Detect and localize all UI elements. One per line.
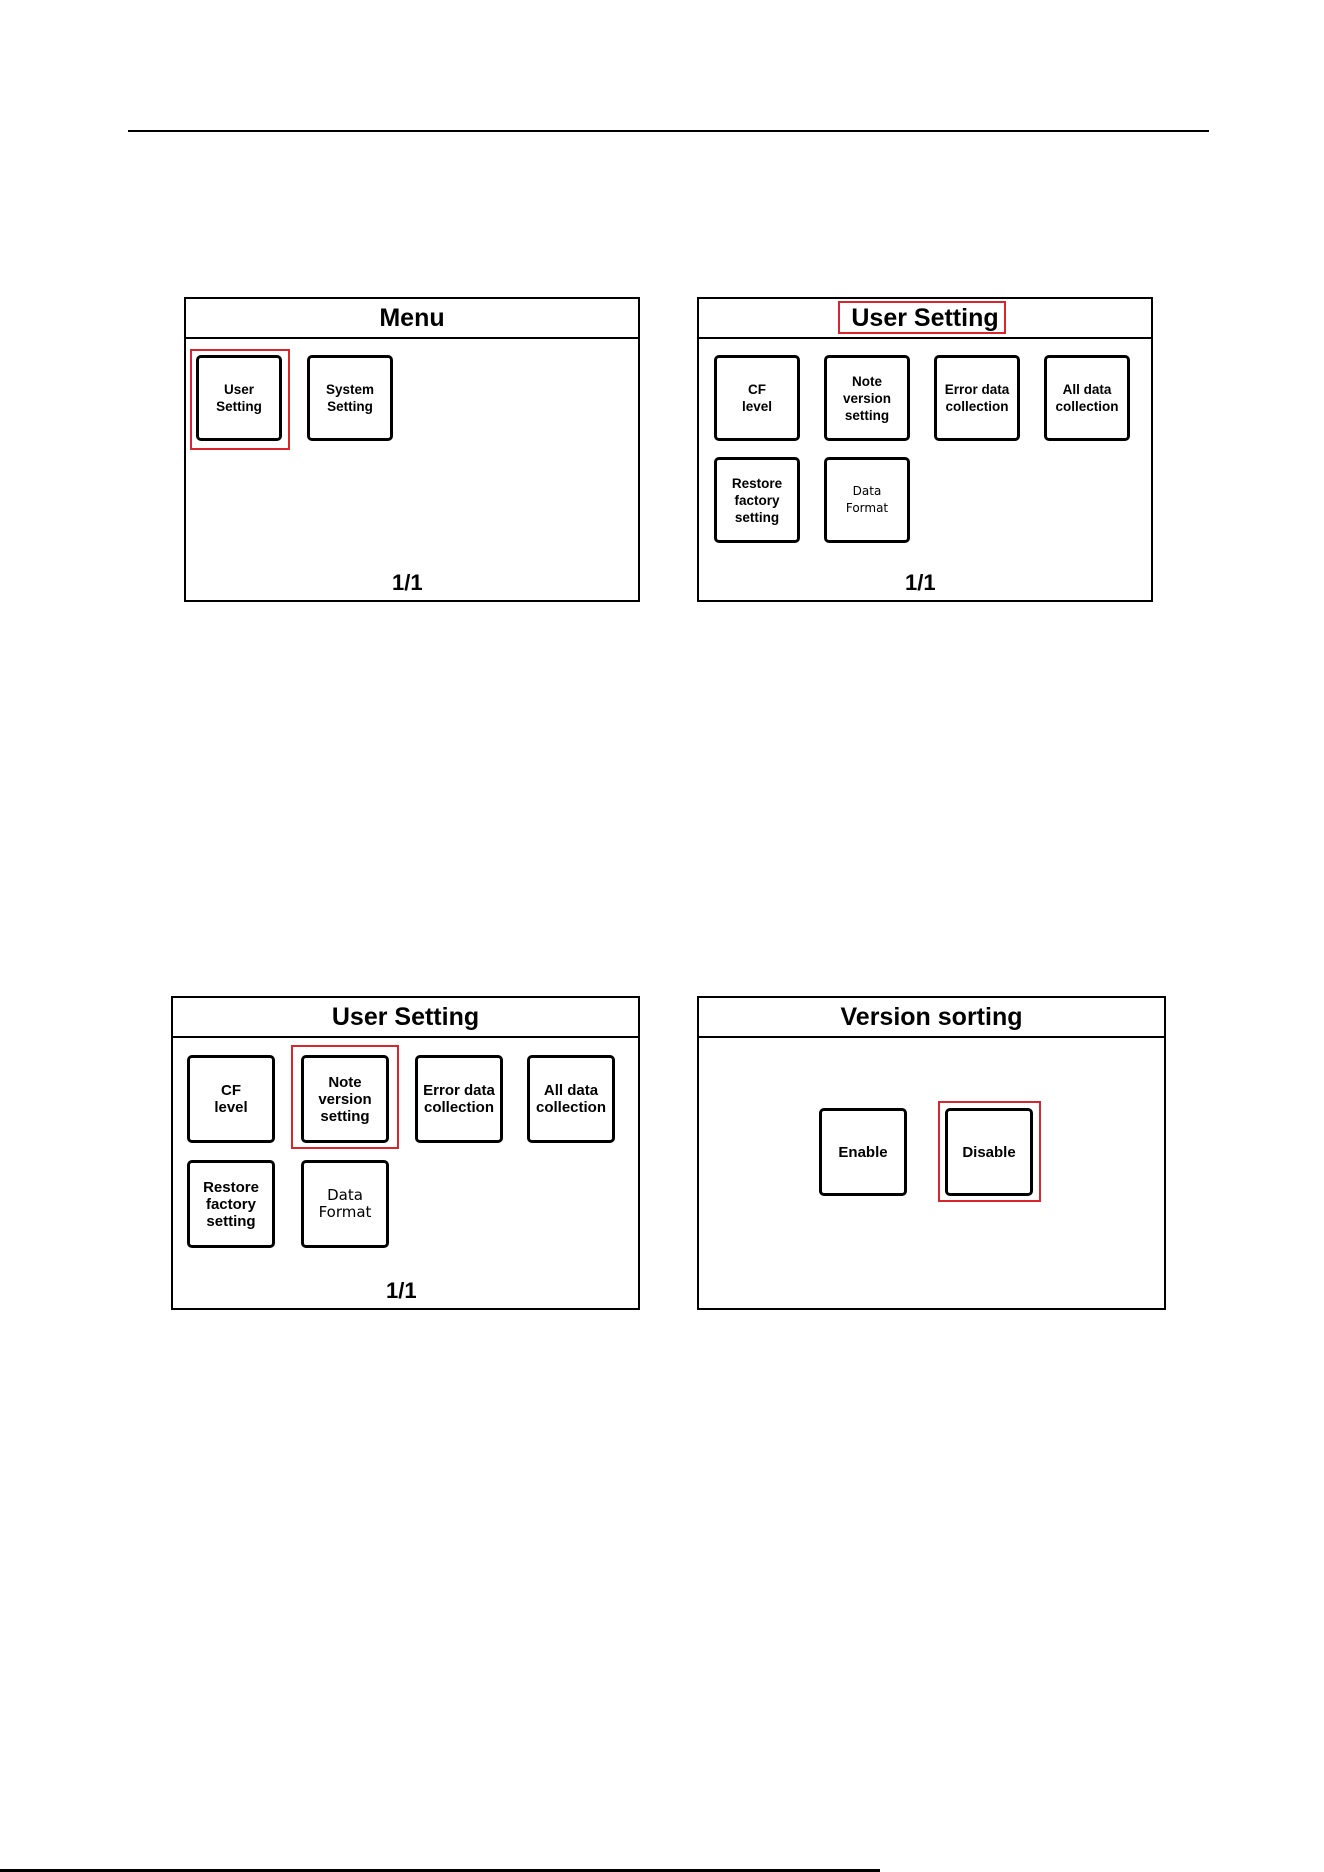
restore-factory-setting-button[interactable]: Restore factory setting: [714, 457, 800, 543]
user-setting-screen: User Setting CF level Note version setti…: [171, 996, 640, 1310]
system-setting-button[interactable]: System Setting: [307, 355, 393, 441]
version-sorting-screen: Version sorting Enable Disable: [697, 996, 1166, 1310]
error-data-collection-button[interactable]: Error data collection: [415, 1055, 503, 1143]
enable-button[interactable]: Enable: [819, 1108, 907, 1196]
cf-level-button[interactable]: CF level: [187, 1055, 275, 1143]
user-setting-button[interactable]: User Setting: [196, 355, 282, 441]
restore-factory-setting-button[interactable]: Restore factory setting: [187, 1160, 275, 1248]
footer-rule: [0, 1869, 880, 1872]
menu-screen-title: Menu: [186, 299, 638, 339]
error-data-collection-button[interactable]: Error data collection: [934, 355, 1020, 441]
all-data-collection-button[interactable]: All data collection: [1044, 355, 1130, 441]
menu-screen: Menu User Setting System Setting 1/1: [184, 297, 640, 602]
page-indicator: 1/1: [905, 570, 936, 595]
cf-level-button[interactable]: CF level: [714, 355, 800, 441]
note-version-setting-button[interactable]: Note version setting: [301, 1055, 389, 1143]
page-indicator: 1/1: [386, 1278, 417, 1303]
data-format-button[interactable]: Data Format: [824, 457, 910, 543]
user-setting-screen: User Setting CF level Note version setti…: [697, 297, 1153, 602]
user-setting-screen-title: User Setting: [173, 998, 638, 1038]
all-data-collection-button[interactable]: All data collection: [527, 1055, 615, 1143]
note-version-setting-button[interactable]: Note version setting: [824, 355, 910, 441]
data-format-button[interactable]: Data Format: [301, 1160, 389, 1248]
version-sorting-screen-title: Version sorting: [699, 998, 1164, 1038]
page-indicator: 1/1: [392, 570, 423, 595]
disable-button[interactable]: Disable: [945, 1108, 1033, 1196]
header-rule: [128, 130, 1209, 132]
user-setting-screen-title: User Setting: [699, 299, 1151, 339]
